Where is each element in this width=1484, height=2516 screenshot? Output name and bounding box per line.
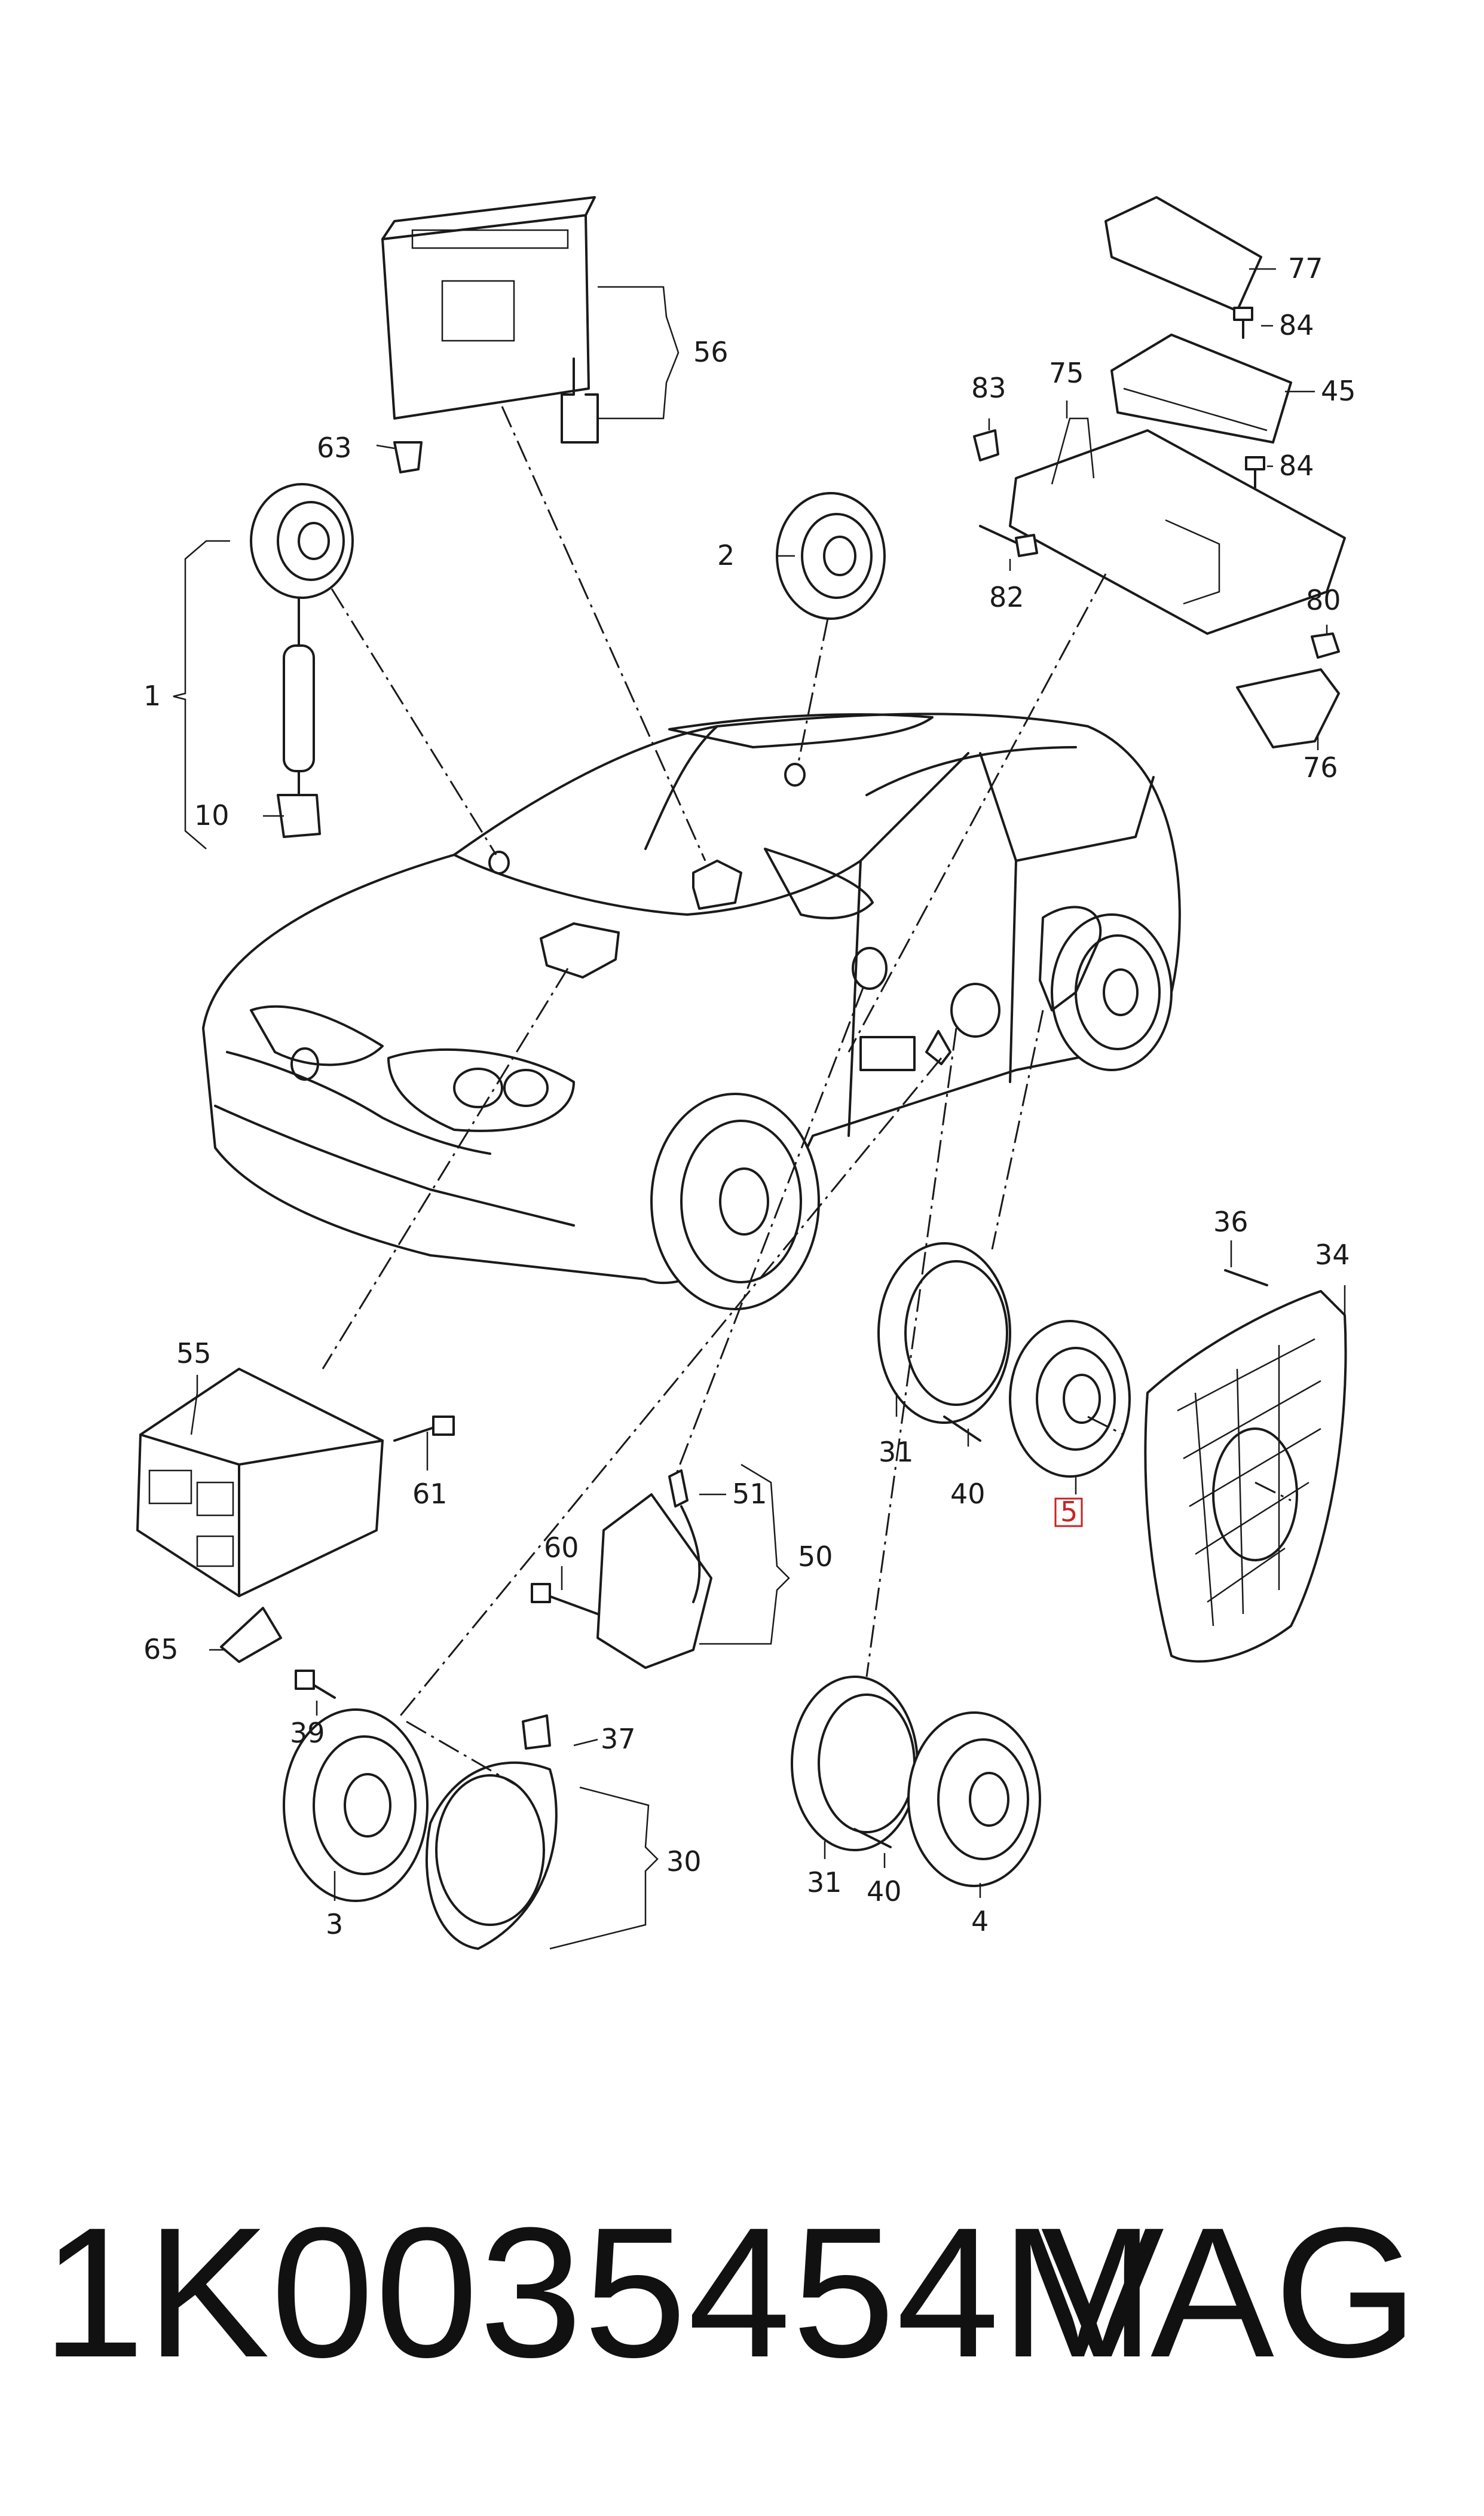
part-61-screw <box>393 1416 455 1442</box>
callout-60: 60 <box>544 1531 579 1564</box>
callout-82: 82 <box>989 581 1024 613</box>
callout-36: 36 <box>1213 1206 1249 1238</box>
part-84-bolt-lower <box>1245 456 1265 488</box>
part-30-speaker-bracket <box>426 1761 558 1950</box>
callout-65: 65 <box>143 1633 179 1665</box>
part-4-speaker <box>907 1711 1041 1887</box>
part-65-wedge <box>220 1607 282 1663</box>
callout-84-upper: 84 <box>1279 309 1314 341</box>
callout-34: 34 <box>1315 1239 1350 1271</box>
callout-2: 2 <box>717 539 735 571</box>
callout-75: 75 <box>1049 357 1084 389</box>
callout-77: 77 <box>1288 252 1323 285</box>
part-56-module <box>381 196 599 444</box>
part-82-bolt <box>979 525 1038 557</box>
callout-63: 63 <box>317 432 352 464</box>
rear-wheel <box>1051 913 1173 1071</box>
part-39-screw <box>295 1670 336 1699</box>
callout-31-lower: 31 <box>807 1866 842 1899</box>
callout-31-upper: 31 <box>879 1436 914 1468</box>
callout-40-lower: 40 <box>867 1875 902 1907</box>
callout-4: 4 <box>971 1905 989 1937</box>
part-3-speaker <box>283 1708 429 1902</box>
callout-80: 80 <box>1306 584 1341 616</box>
brand-label: VAG <box>1041 2188 1418 2396</box>
part-77-cover <box>1104 196 1262 312</box>
part-75-bracket <box>1009 417 1346 635</box>
part-83-bolt <box>973 429 999 461</box>
parts-diagram: 1 10 2 56 63 77 84 45 84 83 75 82 80 76 … <box>136 196 1356 1950</box>
callout-5: 5 <box>1060 1496 1078 1528</box>
part-37-clip <box>522 1714 551 1750</box>
location-markers <box>488 763 1102 1071</box>
part-number: 1K0035454M <box>42 2188 1156 2396</box>
part-5-highlight-box <box>1054 1497 1083 1527</box>
callout-50: 50 <box>798 1540 833 1573</box>
callout-76: 76 <box>1303 751 1338 784</box>
part-45-module <box>1110 334 1292 444</box>
part-60-screw <box>531 1583 599 1615</box>
front-wheel <box>650 1093 820 1310</box>
callout-61: 61 <box>412 1478 448 1510</box>
part-50-module <box>596 1469 712 1669</box>
callout-56: 56 <box>693 336 729 368</box>
callout-83: 83 <box>971 372 1006 404</box>
callout-39: 39 <box>290 1717 325 1749</box>
part-31-ring-lower <box>791 1676 919 1851</box>
callout-45: 45 <box>1321 375 1356 407</box>
callout-40-upper: 40 <box>950 1478 986 1510</box>
callout-1: 1 <box>143 680 161 712</box>
callout-labels: 1 10 2 56 63 77 84 45 84 83 75 82 80 76 … <box>143 252 1356 1940</box>
part-76-bracket <box>1236 668 1340 748</box>
callout-30: 30 <box>666 1845 702 1878</box>
part-5-speaker <box>1009 1320 1131 1478</box>
part-34-door-panel <box>1144 1290 1347 1663</box>
callout-3: 3 <box>326 1908 343 1940</box>
part-80-nut <box>1311 632 1340 659</box>
part-55-control-unit <box>136 1368 384 1597</box>
part-36-rivet <box>1224 1269 1268 1286</box>
part-84-bolt-upper <box>1233 307 1253 339</box>
part-31-ring-upper <box>877 1242 1011 1424</box>
car-illustration <box>202 713 1181 1285</box>
callout-84-lower: 84 <box>1279 450 1314 482</box>
leader-lines <box>322 406 1292 1789</box>
part-40-rivet-lower <box>853 1828 892 1848</box>
part-40-rivet-upper <box>943 1416 981 1442</box>
callout-10: 10 <box>194 799 230 831</box>
part-1-tweeter <box>250 483 354 838</box>
callout-leaders <box>173 268 1346 1950</box>
callout-51: 51 <box>732 1478 767 1510</box>
callout-55: 55 <box>176 1337 212 1369</box>
callout-37: 37 <box>601 1723 636 1755</box>
part-63-clip <box>393 441 423 473</box>
